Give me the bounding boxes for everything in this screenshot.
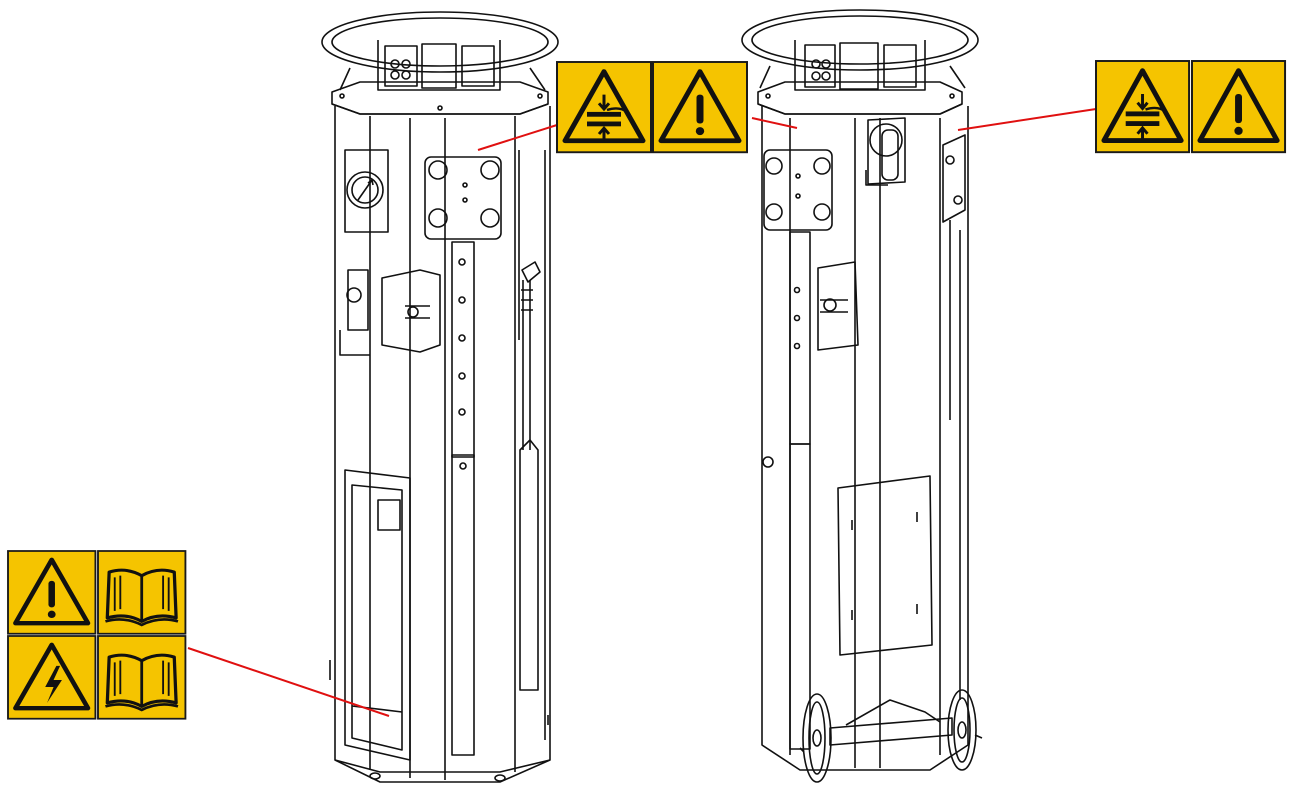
left-column-body bbox=[334, 106, 551, 783]
right-column-unit bbox=[741, 9, 983, 783]
read-manual-icon bbox=[96, 634, 188, 721]
crush-hazard-icon bbox=[1096, 61, 1189, 152]
left-column-unit bbox=[321, 11, 559, 783]
electrical-hazard-icon bbox=[8, 636, 95, 719]
right-top-ring bbox=[741, 9, 979, 71]
leader-left-bottom bbox=[187, 647, 390, 717]
warning-label-right-top bbox=[1096, 61, 1285, 152]
left-top-ring bbox=[321, 11, 559, 73]
read-manual-icon bbox=[96, 549, 188, 636]
leader-left-top bbox=[477, 124, 558, 151]
right-rear-plate bbox=[837, 475, 933, 656]
warning-label-left-bottom bbox=[8, 549, 188, 721]
warning-label-left-top bbox=[557, 62, 747, 152]
leader-right-top-a bbox=[751, 117, 798, 129]
right-column-body bbox=[761, 106, 969, 771]
leader-lines bbox=[187, 108, 1097, 717]
general-warning-icon bbox=[8, 551, 95, 634]
leader-right-top-b bbox=[957, 108, 1097, 131]
right-wheel-right bbox=[947, 689, 977, 771]
general-warning-icon bbox=[653, 62, 747, 152]
left-lower-compartment bbox=[344, 469, 411, 761]
general-warning-icon bbox=[1192, 61, 1285, 152]
crush-hazard-icon bbox=[557, 62, 651, 152]
right-wheel-left bbox=[802, 693, 832, 783]
